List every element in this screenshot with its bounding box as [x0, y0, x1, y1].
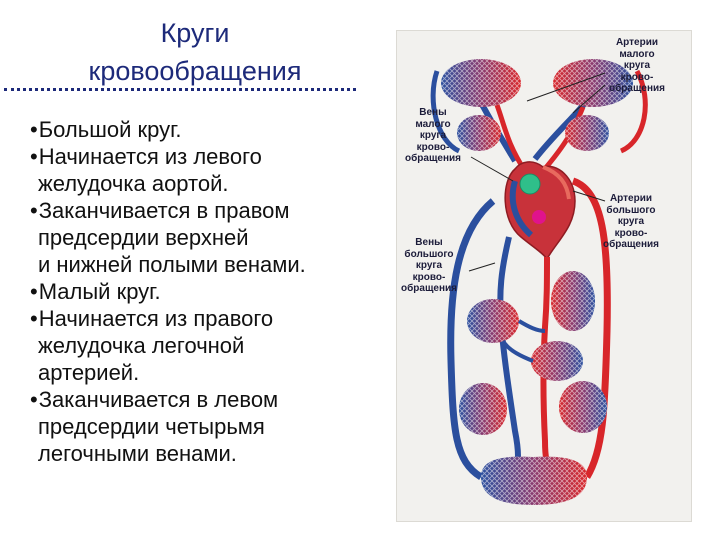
label-systemic-arteries: Артерии большого круга крово- обращения — [603, 193, 659, 250]
label-systemic-veins: Вены большого круга крово- обращения — [401, 237, 457, 294]
pointer-systemic-arteries — [572, 190, 606, 202]
title-line-1: Круги — [160, 18, 230, 48]
systemic-artery-right — [571, 177, 611, 479]
title-line-2: кровообращения — [88, 56, 302, 86]
slide-title: Круги кровообращения — [40, 14, 350, 90]
circulation-diagram: Артерии малого круга крово- обращения Ве… — [396, 30, 692, 522]
systemic-vein-left — [447, 198, 496, 480]
bullet-dot-icon: • — [30, 198, 38, 223]
bullet-text-continuation: легочными венами. — [38, 441, 237, 466]
vena-cava — [497, 236, 521, 478]
bullet-text: Малый круг. — [38, 279, 161, 304]
bullet-list: •Большой круг. •Начинается из левого жел… — [30, 116, 400, 467]
bullet-dot-icon: • — [30, 117, 38, 142]
bullet-text: Большой круг. — [38, 117, 182, 142]
bullet-text-continuation: артерией. — [38, 360, 140, 385]
bullet-dot-icon: • — [30, 306, 38, 331]
bullet-text: Начинается из правого — [38, 306, 274, 331]
bullet-item: •Малый круг. — [30, 278, 400, 305]
bullet-item: •Начинается из левого желудочка аортой. — [30, 143, 400, 197]
bullet-item: •Большой круг. — [30, 116, 400, 143]
pointer-pulmonary-veins — [470, 156, 514, 182]
pointer-pulmonary-arteries — [526, 72, 606, 102]
label-pulmonary-arteries: Артерии малого круга крово- обращения — [609, 37, 665, 94]
bullet-text: Начинается из левого — [38, 144, 262, 169]
bullet-item: •Заканчивается в правом предсердии верхн… — [30, 197, 400, 278]
title-divider — [4, 88, 356, 91]
bullet-item: •Заканчивается в левом предсердии четырь… — [30, 386, 400, 467]
left-ventricle-marker — [519, 173, 541, 195]
right-ventricle-marker — [532, 210, 546, 224]
label-pulmonary-veins: Вены малого круга крово- обращения — [405, 107, 461, 164]
bullet-text-continuation: предсердии верхней — [38, 225, 249, 250]
bullet-text-continuation: желудочка аортой. — [38, 171, 229, 196]
bullet-item: •Начинается из правого желудочка легочно… — [30, 305, 400, 386]
bullet-text-continuation: предсердии четырьмя — [38, 414, 265, 439]
circulation-diagram-svg — [430, 59, 648, 505]
bullet-dot-icon: • — [30, 387, 38, 412]
bullet-text-continuation: желудочка легочной — [38, 333, 245, 358]
bullet-dot-icon: • — [30, 144, 38, 169]
bullet-text: Заканчивается в правом — [38, 198, 290, 223]
bullet-dot-icon: • — [30, 279, 38, 304]
pointer-systemic-veins — [468, 262, 496, 272]
bullet-text-continuation: и нижней полыми венами. — [38, 252, 306, 277]
bullet-text: Заканчивается в левом — [38, 387, 279, 412]
